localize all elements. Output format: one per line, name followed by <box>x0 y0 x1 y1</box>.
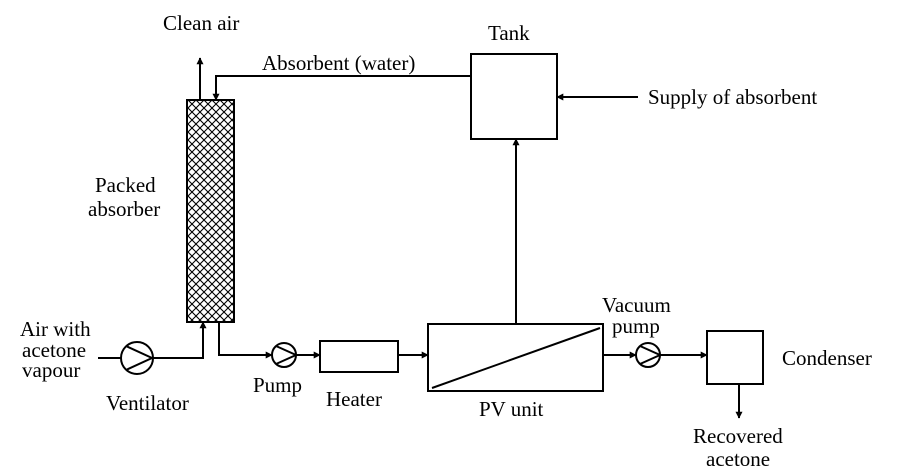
recovered-acetone-label-line1: Recovered <box>693 424 783 448</box>
pv-unit-label: PV unit <box>479 397 544 421</box>
packed-label-line1: Packed <box>95 173 156 197</box>
supply-label: Supply of absorbent <box>648 85 817 109</box>
tank-label: Tank <box>488 21 530 45</box>
heater-label: Heater <box>326 387 382 411</box>
clean-air-label: Clean air <box>163 11 239 35</box>
condenser-box <box>706 330 764 385</box>
packed-label-line2: absorber <box>88 197 160 221</box>
ventilator-label: Ventilator <box>106 391 189 415</box>
ventilator-icon <box>120 341 155 375</box>
ventilator-to-column-line <box>153 321 207 359</box>
heater-box <box>319 340 399 373</box>
air-label-line1: Air with <box>20 317 91 341</box>
condenser-label: Condenser <box>782 346 872 370</box>
column-to-pump-line <box>218 322 273 359</box>
vacuum-pump-icon <box>635 342 663 368</box>
pump-label: Pump <box>253 373 302 397</box>
vacuum-pump-label-line2: pump <box>612 314 660 338</box>
absorbent-feed-line <box>212 75 471 101</box>
recovered-acetone-label-line2: acetone <box>706 447 770 471</box>
vacuum-pump-label-line1: Vacuum <box>602 293 671 317</box>
air-label-line2: acetone <box>22 338 86 362</box>
absorbent-label: Absorbent (water) <box>262 51 415 75</box>
packed-absorber-column <box>186 99 235 323</box>
pump-icon <box>271 342 299 368</box>
air-label-line3: vapour <box>22 358 80 382</box>
pv-membrane-line <box>431 327 601 389</box>
tank-box <box>470 53 558 140</box>
